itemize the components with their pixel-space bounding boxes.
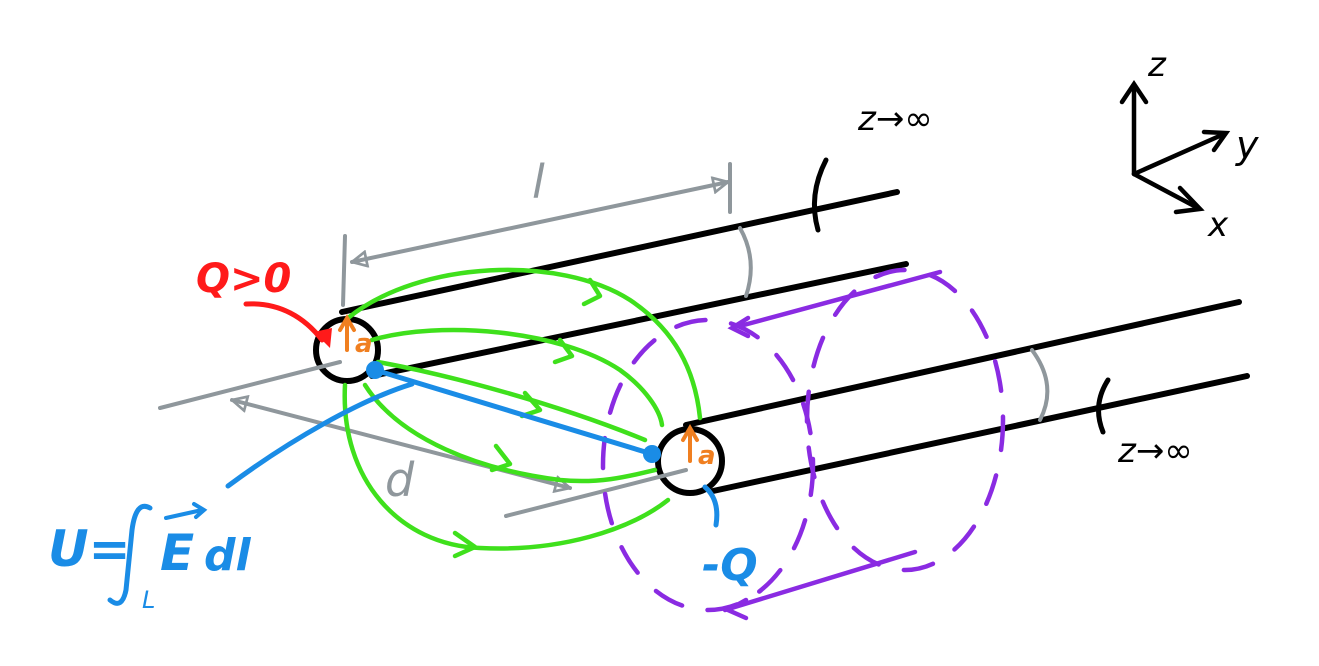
radius-arrowhead-left xyxy=(338,314,356,332)
y-axis xyxy=(1131,131,1227,177)
voltage-path-end-dot xyxy=(643,445,661,463)
negative-charge-label: -Q xyxy=(702,540,758,591)
distance-extension-right xyxy=(504,468,688,518)
z-infinity-bracket-top xyxy=(811,157,829,233)
field-arrow-5 xyxy=(452,530,478,559)
length-arrow-line xyxy=(352,182,728,262)
field-line-inner-bottom xyxy=(362,382,658,484)
voltage-formula: U= L E dl xyxy=(48,502,251,614)
positive-charge-pointer xyxy=(243,301,325,343)
vector-arrow-e xyxy=(164,502,208,520)
left-conductor-bottom-edge xyxy=(369,261,909,379)
electric-field-lines xyxy=(342,267,703,559)
equipotential-top-edge xyxy=(737,269,943,329)
y-axis-arrowhead xyxy=(1201,129,1231,153)
voltage-path xyxy=(225,367,720,528)
equipotential-arrow-top xyxy=(727,315,751,339)
equipotential-surface-edges xyxy=(722,269,943,621)
axis-x-label: x xyxy=(1207,205,1229,245)
equipotential-bottom-edge xyxy=(722,549,918,613)
voltage-formula-dl: dl xyxy=(204,530,251,581)
voltage-integration-path xyxy=(372,367,655,457)
field-line-outer-bottom xyxy=(342,382,671,551)
x-axis xyxy=(1131,171,1201,211)
equipotential-ellipse-back xyxy=(804,267,1006,573)
voltage-formula-lhs: U= xyxy=(48,520,131,578)
field-arrow-4 xyxy=(489,443,513,473)
distance-extension-left xyxy=(158,360,342,410)
z-infinity-label-top: z→∞ xyxy=(857,99,933,139)
equipotential-arrow-bottom xyxy=(722,597,749,621)
negative-charge-pointer xyxy=(702,484,720,528)
right-conductor-end-curve xyxy=(1030,348,1050,422)
right-conductor-top-edge xyxy=(683,299,1242,428)
z-axis-arrowhead xyxy=(1119,79,1149,105)
radius-label-left: a xyxy=(355,329,373,359)
z-infinity-label-bottom: z→∞ xyxy=(1117,431,1193,471)
radius-markers xyxy=(338,314,699,463)
field-line-inner-top xyxy=(369,327,665,428)
axis-y-label: y xyxy=(1235,123,1259,167)
voltage-formula-e: E xyxy=(160,524,194,582)
voltage-label-pointer xyxy=(225,381,415,489)
voltage-formula-subscript: L xyxy=(142,586,155,614)
length-label: l xyxy=(532,155,545,209)
radius-label-right: a xyxy=(698,441,716,471)
length-dimension xyxy=(341,162,753,307)
right-conductor-bottom-edge xyxy=(710,373,1250,494)
length-extension-left xyxy=(341,234,347,307)
length-end-curve xyxy=(738,226,753,298)
field-line-outer-top xyxy=(345,267,703,421)
integral-sign xyxy=(107,503,153,606)
positive-charge-label: Q>0 xyxy=(196,256,291,302)
field-arrow-2 xyxy=(552,337,575,365)
z-infinity-bracket-bottom xyxy=(1096,377,1111,435)
positive-charge-arrowhead xyxy=(314,328,332,348)
x-axis-arrowhead xyxy=(1173,185,1205,215)
field-arrow-1 xyxy=(581,277,603,307)
coordinate-axes xyxy=(1119,79,1231,215)
field-line-center xyxy=(375,359,648,443)
equipotential-surface xyxy=(600,267,1006,613)
axis-z-label: z xyxy=(1147,45,1167,85)
distance-label: d xyxy=(385,453,415,507)
voltage-path-start-dot xyxy=(366,361,384,379)
radius-arrowhead-right xyxy=(681,424,699,442)
